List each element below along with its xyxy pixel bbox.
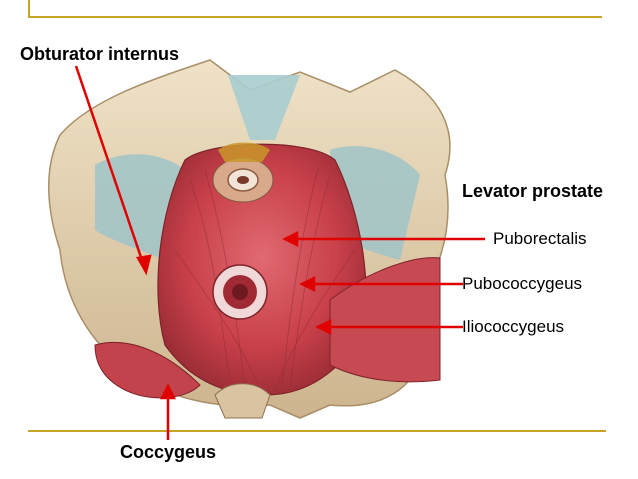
label-pubococcygeus: Pubococcygeus — [462, 274, 583, 293]
anal-canal — [212, 264, 268, 320]
levator-ani-muscle — [157, 143, 367, 396]
label-levator-prostate: Levator prostate — [462, 181, 604, 201]
ligament-pubic — [228, 75, 300, 140]
label-iliococcygeus: Iliococcygeus — [462, 317, 565, 336]
label-coccygeus: Coccygeus — [120, 442, 217, 462]
top-frame-line — [28, 16, 602, 18]
label-obturator-internus: Obturator internus — [20, 44, 180, 64]
coccygeus-muscle — [94, 341, 201, 399]
bottom-frame-line — [28, 430, 606, 432]
left-frame-line — [28, 0, 30, 18]
label-puborectalis: Puborectalis — [493, 229, 587, 248]
right-muscle-band — [329, 257, 441, 383]
coccyx — [214, 383, 271, 419]
urethra — [212, 142, 274, 203]
pointer-lines — [74, 65, 485, 440]
